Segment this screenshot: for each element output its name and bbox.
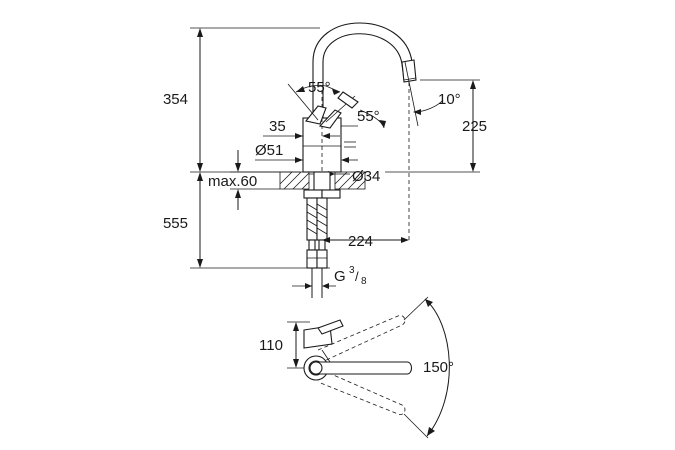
label-base-diameter: Ø51 xyxy=(255,142,283,159)
label-total-height: 354 xyxy=(163,91,188,108)
label-swivel-angle: 150° xyxy=(423,359,454,376)
label-handle-offset: 35 xyxy=(269,118,286,135)
spout-swivel-positions xyxy=(317,315,406,415)
plan-view: 110 150° xyxy=(259,296,454,439)
dim-thread xyxy=(292,283,336,289)
label-hose-length: 555 xyxy=(163,215,188,232)
side-elevation: 354 10° 225 xyxy=(163,22,487,300)
dim-spout-height xyxy=(385,79,480,173)
label-thread-numerator: 3 xyxy=(349,265,355,276)
dim-hose-length xyxy=(190,172,330,269)
label-thread-prefix: G xyxy=(334,268,346,285)
label-thread-denominator: 8 xyxy=(361,276,367,287)
dim-handle-offset xyxy=(263,133,340,139)
shank-and-hoses xyxy=(303,171,341,298)
label-spout-angle: 10° xyxy=(438,91,461,108)
label-deck-thickness: max.60 xyxy=(208,173,257,190)
label-plan-depth: 110 xyxy=(259,337,283,354)
label-thread-slash: / xyxy=(355,269,359,284)
dim-base-diameter xyxy=(255,157,358,163)
dim-swivel-angle xyxy=(403,296,450,439)
dim-deck-thickness xyxy=(235,150,241,210)
dim-spout-reach xyxy=(322,237,409,243)
faucet-plan xyxy=(303,319,413,381)
dim-plan-depth xyxy=(287,321,310,369)
label-spout-reach: 224 xyxy=(348,233,373,250)
dim-spout-angle xyxy=(404,61,444,127)
label-mount-hole: Ø34 xyxy=(352,168,380,185)
lever-handle xyxy=(287,83,386,148)
label-spout-height: 225 xyxy=(462,118,487,135)
deck-counter xyxy=(230,171,366,190)
label-handle-angle-side: 55° xyxy=(357,108,380,125)
label-handle-angle-top: 55° xyxy=(308,79,331,96)
